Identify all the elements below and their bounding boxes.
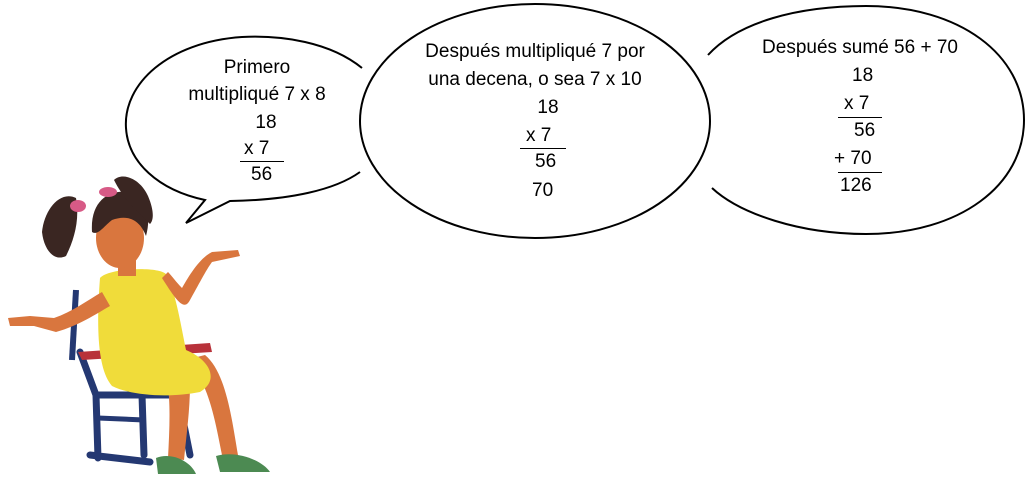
bubble-2-result: 56 xyxy=(535,151,557,172)
bubble-2-line-2: una decena, o sea 7 x 10 xyxy=(428,69,642,90)
bubble-1-multiplier: x 7 xyxy=(244,138,270,159)
speech-bubble-2-outline xyxy=(359,3,711,239)
bubble-1-result-rule xyxy=(240,161,284,162)
bubble-3-sum: 126 xyxy=(840,175,872,196)
bubble-3-multiplicand: 18 xyxy=(852,65,874,86)
bubble-3-line-1: Después sumé 56 + 70 xyxy=(762,37,958,58)
speech-bubble-3-outline xyxy=(707,4,1026,236)
bubble-3-product-rule xyxy=(838,117,882,118)
bubble-3-product: 56 xyxy=(854,120,876,141)
bubble-2-multiplier: x 7 xyxy=(526,125,552,146)
bubble-1-line-2: multipliqué 7 x 8 xyxy=(188,84,326,105)
bubble-2-multiplicand: 18 xyxy=(537,97,559,118)
bubble-3-multiplier: x 7 xyxy=(844,93,870,114)
bubble-3-sum-rule xyxy=(838,172,882,173)
bubble-1-multiplicand: 18 xyxy=(255,112,277,133)
speech-bubble-1-outline xyxy=(124,35,363,224)
bubble-2-result-rule xyxy=(520,148,566,149)
bubble-2-extra-result: 70 xyxy=(532,180,554,201)
girl-illustration xyxy=(8,176,270,474)
bubble-1-result: 56 xyxy=(251,164,273,185)
bubble-2-line-1: Después multipliqué 7 por xyxy=(425,41,645,62)
bubble-1-line-1: Primero xyxy=(223,57,291,78)
bubble-3-addend: + 70 xyxy=(834,148,872,169)
